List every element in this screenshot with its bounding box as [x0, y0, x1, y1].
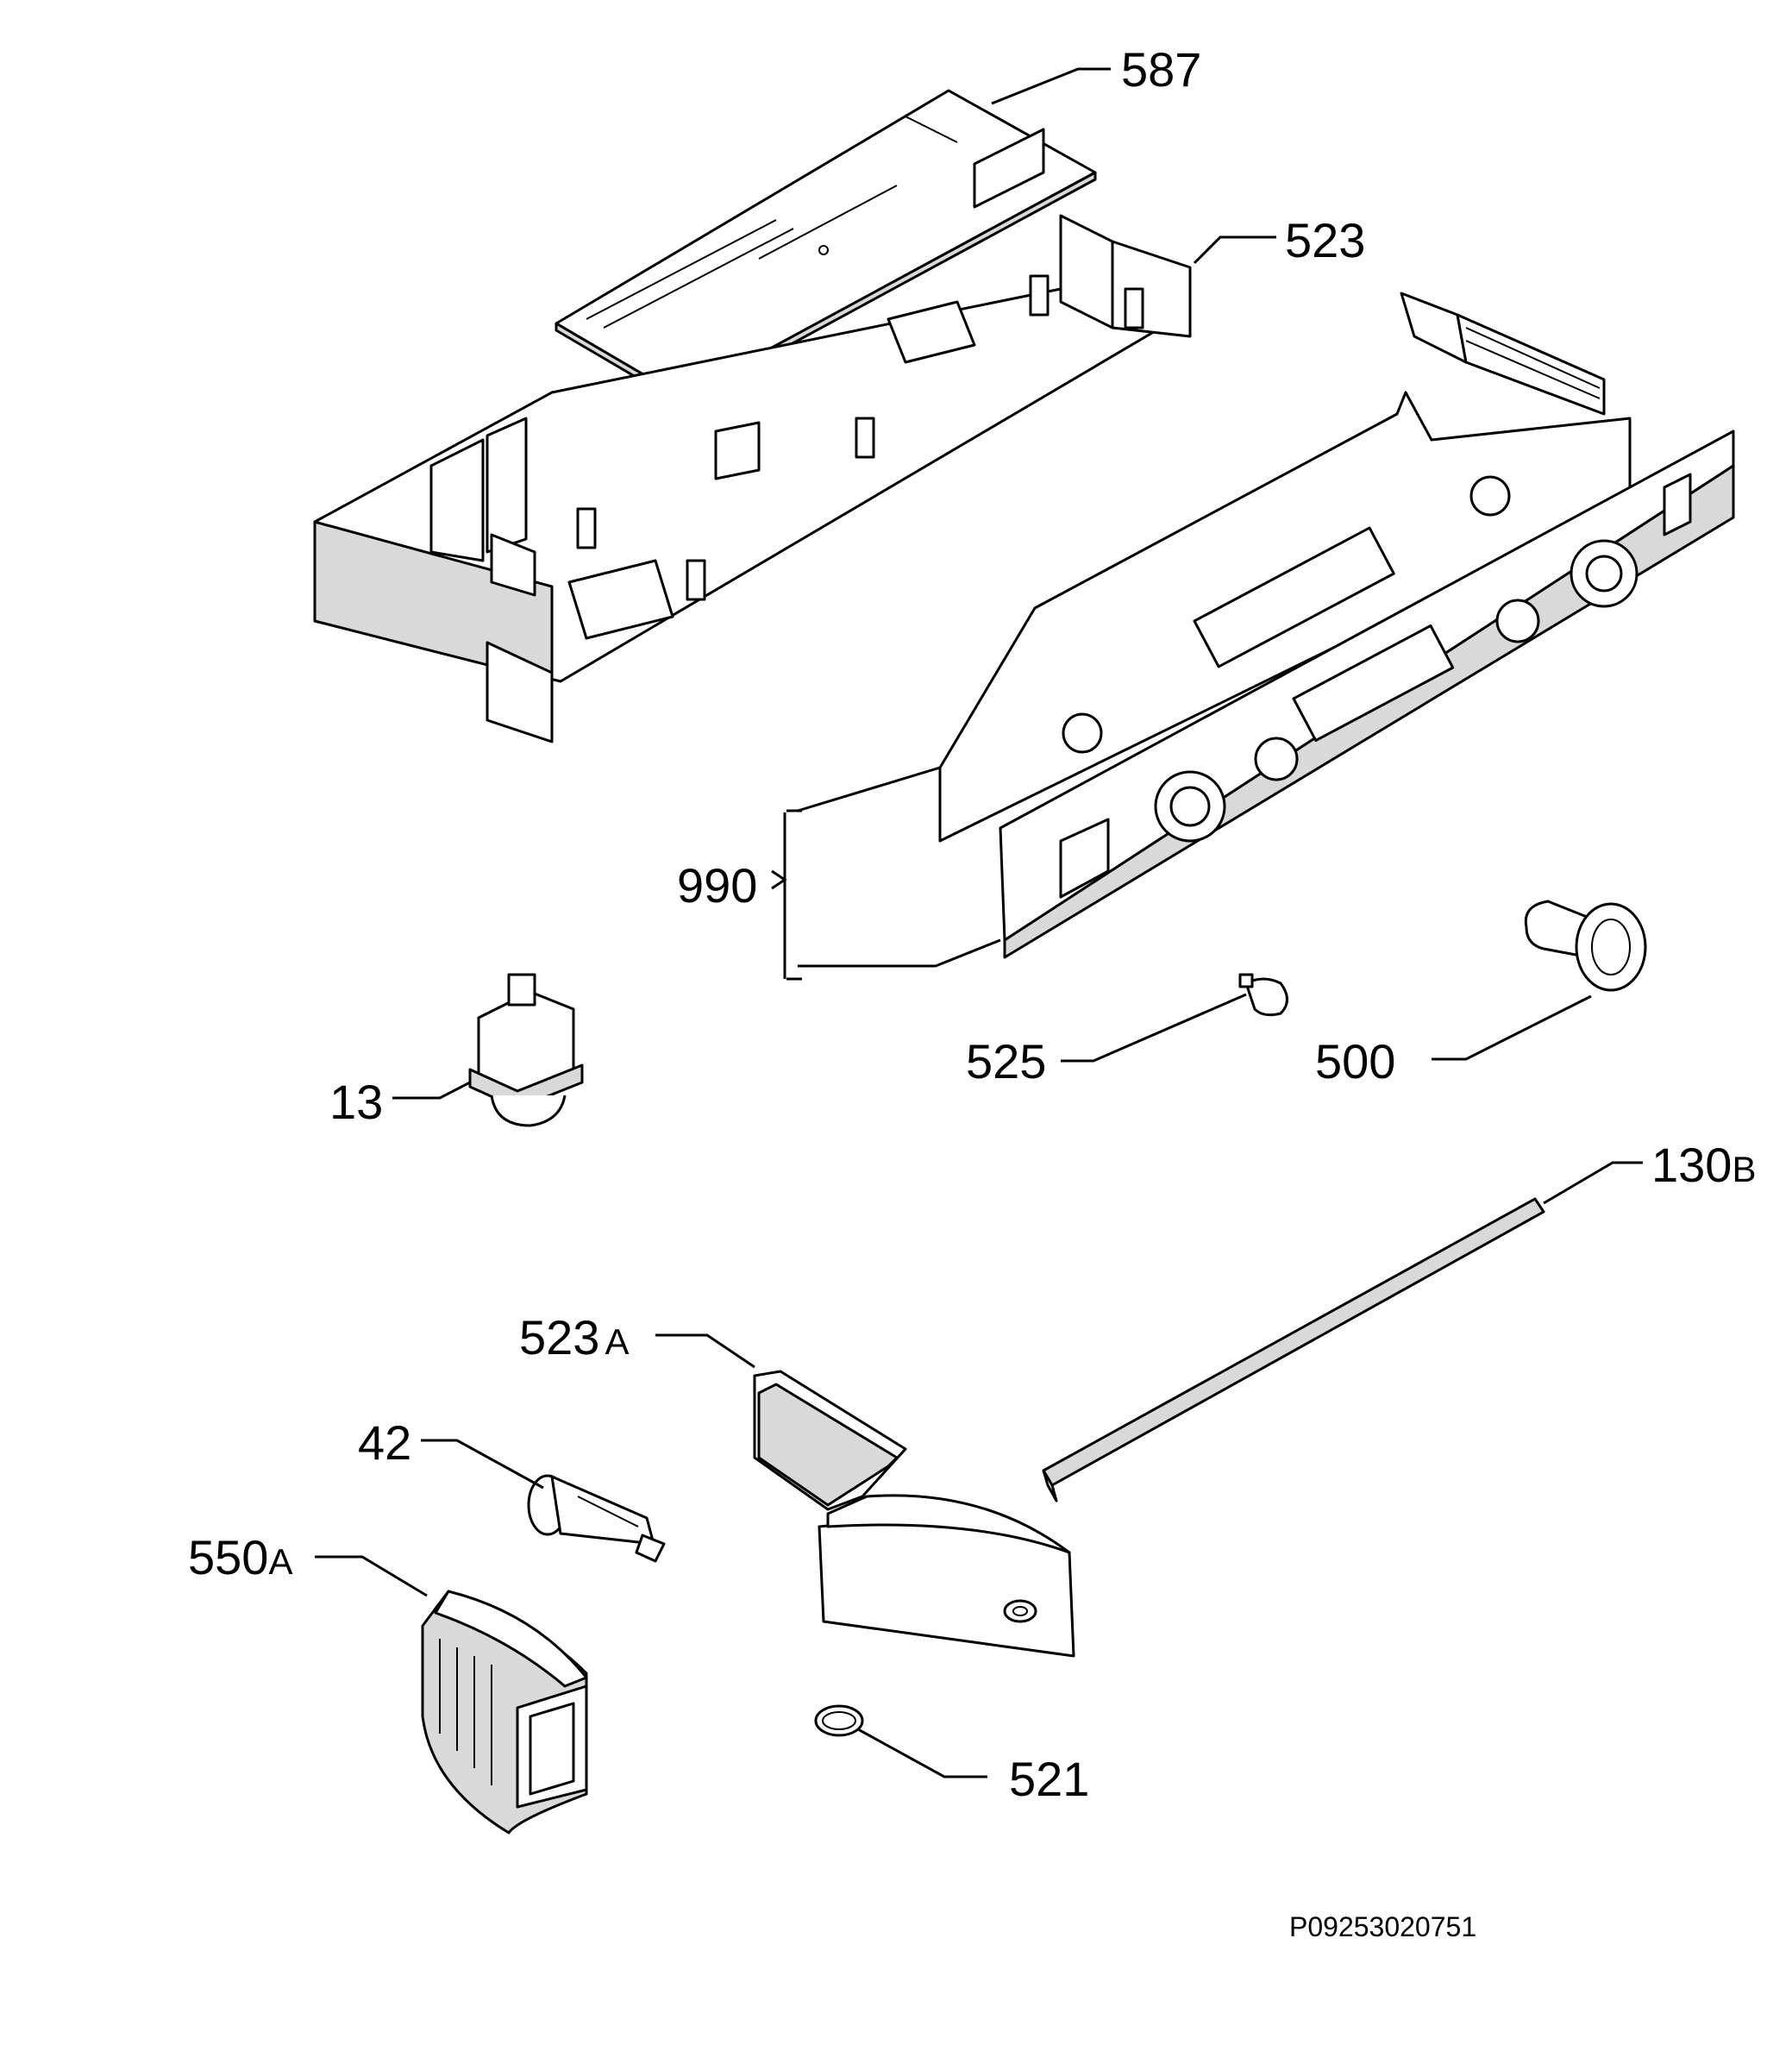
callout-523: 523 [1285, 213, 1365, 267]
callout-130b: 130B [1651, 1138, 1756, 1192]
callout-550a-suffix: A [268, 1541, 292, 1582]
drawing-code: P09253020751 [1289, 1911, 1476, 1942]
part-500-knob [1524, 900, 1647, 992]
callout-521: 521 [1009, 1752, 1089, 1806]
part-42-lamp-holder [527, 1474, 666, 1563]
callout-990: 990 [677, 858, 757, 913]
callout-587: 587 [1121, 42, 1201, 97]
part-521-o-ring [814, 1704, 864, 1737]
callout-550a-number: 550 [188, 1530, 268, 1584]
part-13-switch [468, 973, 584, 1127]
part-523a-cover [753, 1370, 1075, 1658]
part-550a-end-cap [421, 1590, 588, 1835]
callout-523a-number: 523 [519, 1310, 599, 1364]
callout-130b-number: 130 [1651, 1138, 1732, 1192]
callout-130b-suffix: B [1732, 1149, 1756, 1189]
callout-42: 42 [358, 1415, 411, 1470]
callout-525: 525 [966, 1034, 1046, 1088]
part-130b-rod [1042, 1197, 1545, 1502]
leader-lines [315, 67, 1643, 1778]
part-525-clip [1238, 973, 1288, 1017]
callout-523a-suffix: A [605, 1321, 629, 1362]
callout-550a: 550A [188, 1530, 292, 1584]
callout-13: 13 [329, 1075, 383, 1129]
part-523-board-housing [313, 214, 1192, 743]
callout-500: 500 [1315, 1034, 1395, 1088]
part-990-control-panel [938, 292, 1735, 959]
